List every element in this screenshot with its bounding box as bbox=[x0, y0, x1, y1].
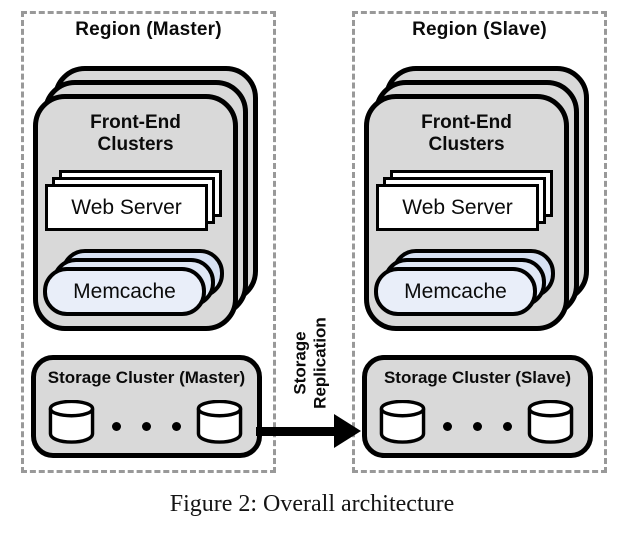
memcache-box: Memcache bbox=[374, 267, 537, 316]
right-arrow-head-icon bbox=[334, 414, 361, 448]
region-master: Region (Master) Front-End Clusters Web S… bbox=[21, 11, 276, 473]
right-arrow-icon bbox=[256, 427, 334, 436]
database-cylinder-icon bbox=[379, 400, 426, 444]
storage-cluster-master-title: Storage Cluster (Master) bbox=[47, 368, 246, 387]
web-server-box: Web Server bbox=[376, 184, 539, 231]
front-end-clusters-title: Front-End Clusters bbox=[90, 112, 181, 155]
region-slave-title: Region (Slave) bbox=[412, 19, 547, 40]
storage-cluster-slave: Storage Cluster (Slave) bbox=[362, 355, 593, 458]
web-server-label: Web Server bbox=[71, 195, 182, 219]
memcache-label: Memcache bbox=[73, 279, 176, 303]
front-end-clusters-title: Front-End Clusters bbox=[421, 112, 512, 155]
web-server-box: Web Server bbox=[45, 184, 208, 231]
ellipsis-dots-icon bbox=[367, 422, 588, 431]
figure-caption: Figure 2: Overall architecture bbox=[169, 491, 455, 517]
storage-cluster-master: Storage Cluster (Master) bbox=[31, 355, 262, 458]
ellipsis-dots-icon bbox=[36, 422, 257, 431]
memcache-label: Memcache bbox=[404, 279, 507, 303]
database-cylinder-icon bbox=[196, 400, 243, 444]
memcache-box: Memcache bbox=[43, 267, 206, 316]
storage-replication-label: Storage Replication bbox=[290, 317, 329, 409]
region-master-title: Region (Master) bbox=[75, 19, 222, 40]
region-slave: Region (Slave) Front-End Clusters Web Se… bbox=[352, 11, 607, 473]
database-cylinder-icon bbox=[527, 400, 574, 444]
database-cylinder-icon bbox=[48, 400, 95, 444]
web-server-label: Web Server bbox=[402, 195, 513, 219]
storage-cluster-slave-title: Storage Cluster (Slave) bbox=[383, 368, 572, 387]
